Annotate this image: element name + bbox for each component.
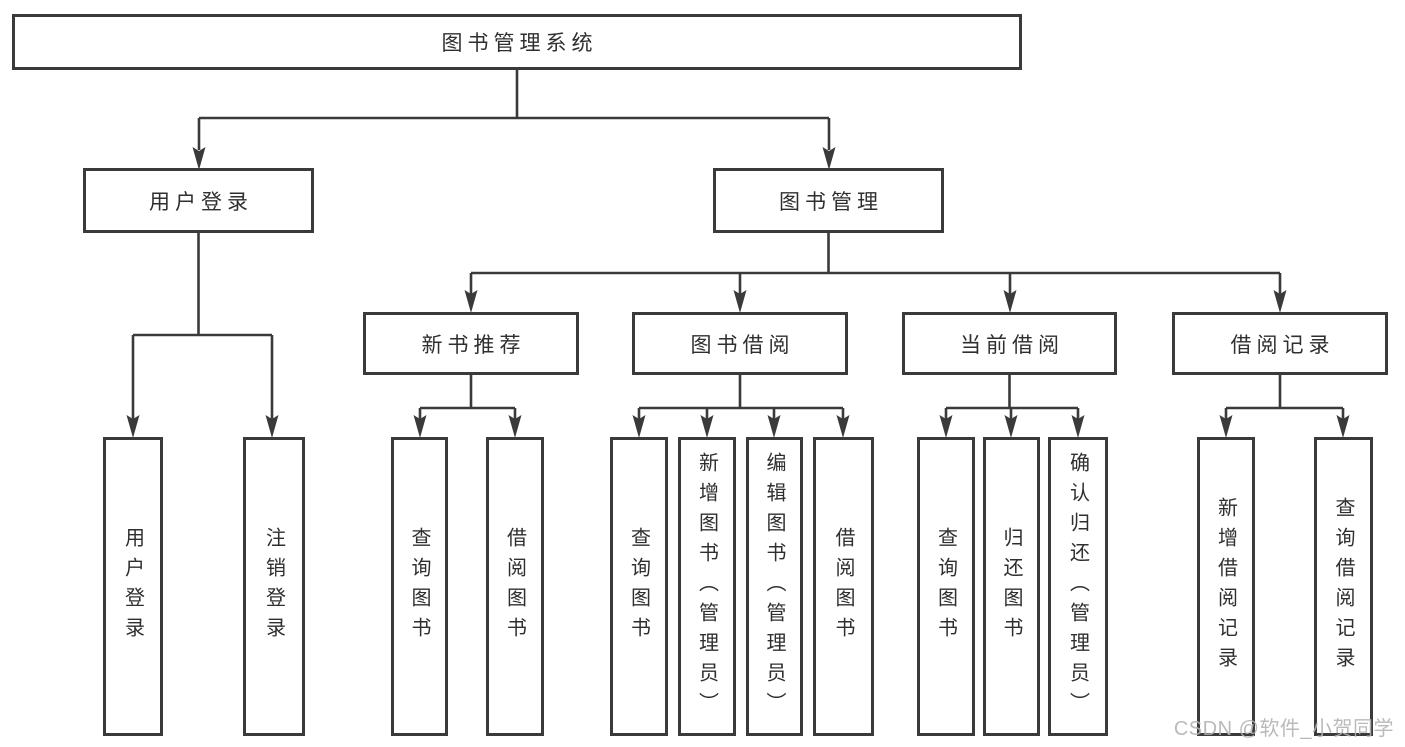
node-new-book-recommend-label: 新书推荐 bbox=[421, 333, 526, 357]
node-book-borrowing-label: 图书借阅 bbox=[690, 333, 795, 357]
watermark: CSDN @软件_小贺同学 bbox=[1173, 718, 1394, 740]
leaf-borrow-books-borrowing: 借阅图书 bbox=[813, 437, 874, 736]
leaf-edit-book-admin: 编辑图书（管理员） bbox=[746, 437, 803, 736]
leaf-borrow-books-recommend: 借阅图书 bbox=[486, 437, 544, 736]
leaf-query-books-borrowing-label: 查询图书 bbox=[627, 526, 650, 647]
connector-new-book-recommend bbox=[418, 373, 517, 420]
connector-book-management bbox=[469, 231, 1282, 295]
leaf-user-login: 用户登录 bbox=[103, 437, 163, 736]
connector-book-borrowing bbox=[637, 373, 845, 420]
node-user-login: 用户登录 bbox=[83, 168, 314, 233]
leaf-query-borrow-record-label: 查询借阅记录 bbox=[1332, 496, 1354, 677]
connector-current-borrowing bbox=[944, 373, 1080, 420]
leaf-confirm-return-admin: 确认归还（管理员） bbox=[1048, 437, 1108, 736]
leaf-add-book-admin: 新增图书（管理员） bbox=[678, 437, 736, 736]
node-book-management-label: 图书管理 bbox=[779, 190, 883, 214]
leaf-add-borrow-record-label: 新增借阅记录 bbox=[1214, 496, 1237, 677]
node-user-login-label: 用户登录 bbox=[149, 190, 253, 214]
leaf-confirm-return-admin-label: 确认归还（管理员） bbox=[1066, 451, 1089, 722]
leaf-user-login-label: 用户登录 bbox=[121, 526, 144, 647]
node-root-label: 图书管理系统 bbox=[441, 32, 598, 55]
leaf-edit-book-admin-label: 编辑图书（管理员） bbox=[763, 451, 785, 722]
leaf-logout-login: 注销登录 bbox=[243, 437, 305, 736]
leaf-query-books-recommend-label: 查询图书 bbox=[408, 526, 430, 647]
connector-root bbox=[197, 68, 831, 150]
leaf-return-books: 归还图书 bbox=[983, 437, 1040, 736]
leaf-query-books-recommend: 查询图书 bbox=[391, 437, 448, 736]
leaf-add-borrow-record: 新增借阅记录 bbox=[1197, 437, 1255, 736]
leaf-borrow-books-borrowing-label: 借阅图书 bbox=[832, 526, 854, 647]
node-new-book-recommend: 新书推荐 bbox=[363, 312, 579, 375]
node-current-borrowing: 当前借阅 bbox=[902, 312, 1117, 375]
leaf-add-book-admin-label: 新增图书（管理员） bbox=[695, 451, 718, 722]
node-book-management: 图书管理 bbox=[713, 168, 944, 233]
node-book-borrowing: 图书借阅 bbox=[632, 312, 848, 375]
leaf-query-books-current: 查询图书 bbox=[917, 437, 975, 736]
node-current-borrowing-label: 当前借阅 bbox=[960, 333, 1064, 357]
node-borrowing-records: 借阅记录 bbox=[1172, 312, 1388, 375]
leaf-query-borrow-record: 查询借阅记录 bbox=[1314, 437, 1373, 736]
leaf-query-books-current-label: 查询图书 bbox=[934, 526, 957, 647]
connector-borrowing-records bbox=[1224, 373, 1345, 420]
node-root: 图书管理系统 bbox=[12, 14, 1022, 70]
leaf-query-books-borrowing: 查询图书 bbox=[610, 437, 668, 736]
node-borrowing-records-label: 借阅记录 bbox=[1230, 333, 1335, 357]
leaf-logout-login-label: 注销登录 bbox=[262, 526, 285, 647]
leaf-borrow-books-recommend-label: 借阅图书 bbox=[503, 526, 526, 647]
leaf-return-books-label: 归还图书 bbox=[1000, 526, 1022, 647]
connector-user-login bbox=[131, 231, 274, 420]
